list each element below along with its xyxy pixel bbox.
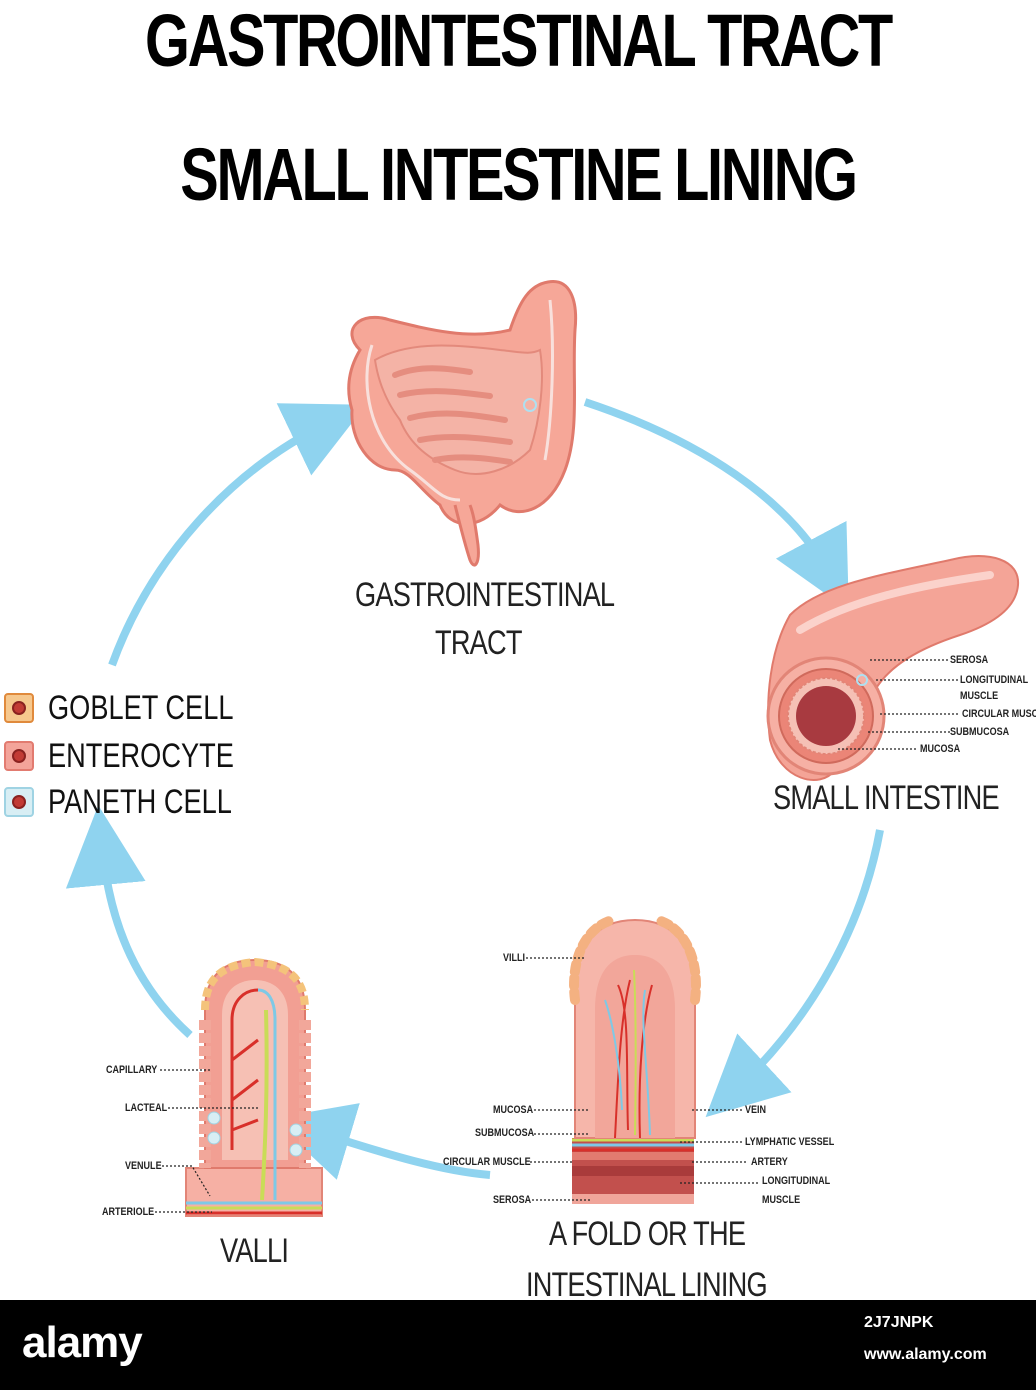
legend-label: GOBLET CELL (48, 688, 234, 727)
cycle-arrow-2 (705, 829, 884, 1118)
legend-item-paneth-cell: PANETH CELL (4, 782, 278, 821)
gi-tract-illustration (347, 280, 578, 567)
small-intestine-illustration (766, 555, 1020, 781)
caption-fold-line1: A FOLD OR THE (549, 1215, 746, 1253)
label-si-longitudinal-2: MUSCLE (960, 690, 999, 702)
site-url: www.alamy.com (864, 1346, 987, 1363)
cycle-arrow-3 (271, 1103, 491, 1180)
cell-nucleus-icon (12, 749, 26, 763)
caption-valli: VALLI (220, 1232, 289, 1270)
valli-illustration (155, 957, 323, 1217)
legend-item-goblet-cell: GOBLET CELL (4, 688, 280, 727)
legend-label: ENTEROCYTE (48, 736, 234, 775)
label-fold-submucosa: SUBMUCOSA (475, 1127, 535, 1139)
label-valli-capillary: CAPILLARY (106, 1064, 158, 1076)
caption-gi-tract-line1: GASTROINTESTINAL (355, 576, 615, 614)
label-fold-circular: CIRCULAR MUSCLE (443, 1156, 531, 1168)
label-valli-arteriole: ARTERIOLE (102, 1206, 155, 1218)
title-line-2: SMALL INTESTINE LINING (180, 133, 858, 216)
caption-small-intestine: SMALL INTESTINE (773, 779, 1000, 817)
label-si-mucosa: MUCOSA (920, 743, 961, 755)
label-fold-mucosa: MUCOSA (493, 1104, 534, 1116)
cycle-arrow-4 (65, 805, 193, 1038)
label-fold-artery: ARTERY (751, 1156, 788, 1168)
cell-nucleus-icon (12, 701, 26, 715)
label-fold-villi: VILLI (503, 952, 526, 964)
label-fold-vein: VEIN (745, 1104, 767, 1116)
cell-nucleus-icon (12, 795, 26, 809)
fold-illustration (526, 915, 760, 1204)
label-si-longitudinal-1: LONGITUDINAL (960, 674, 1029, 686)
label-fold-longitudinal-2: MUSCLE (762, 1194, 801, 1206)
label-fold-serosa: SEROSA (493, 1194, 532, 1206)
label-si-submucosa: SUBMUCOSA (950, 726, 1010, 738)
label-valli-venule: VENULE (125, 1160, 162, 1172)
cycle-arrow-1 (583, 398, 849, 611)
cycle-arrow-5 (108, 403, 367, 667)
enterocyte-swatch (4, 741, 34, 771)
label-si-circular: CIRCULAR MUSCLE (962, 708, 1036, 720)
diagram-artwork (65, 280, 1020, 1217)
label-valli-lacteal: LACTEAL (125, 1102, 168, 1114)
legend-item-enterocyte: ENTEROCYTE (4, 736, 280, 775)
goblet-cell-swatch (4, 693, 34, 723)
caption-fold-line2: INTESTINAL LINING (526, 1266, 768, 1304)
paneth-cell-swatch (4, 787, 34, 817)
label-si-serosa: SEROSA (950, 654, 989, 666)
label-fold-longitudinal-1: LONGITUDINAL (762, 1175, 831, 1187)
title-line-1: GASTROINTESTINAL TRACT (145, 0, 893, 82)
brand-logo: alamy (22, 1318, 143, 1367)
label-fold-lymphatic: LYMPHATIC VESSEL (745, 1136, 835, 1148)
caption-gi-tract-line2: TRACT (435, 624, 522, 662)
legend-label: PANETH CELL (48, 782, 232, 821)
image-id: 2J7JNPK (864, 1314, 934, 1331)
watermark-footer: alamy 2J7JNPK www.alamy.com (0, 1300, 1036, 1390)
diagram-canvas: GASTROINTESTINAL TRACT SMALL INTESTINE L… (4, 0, 1036, 1304)
